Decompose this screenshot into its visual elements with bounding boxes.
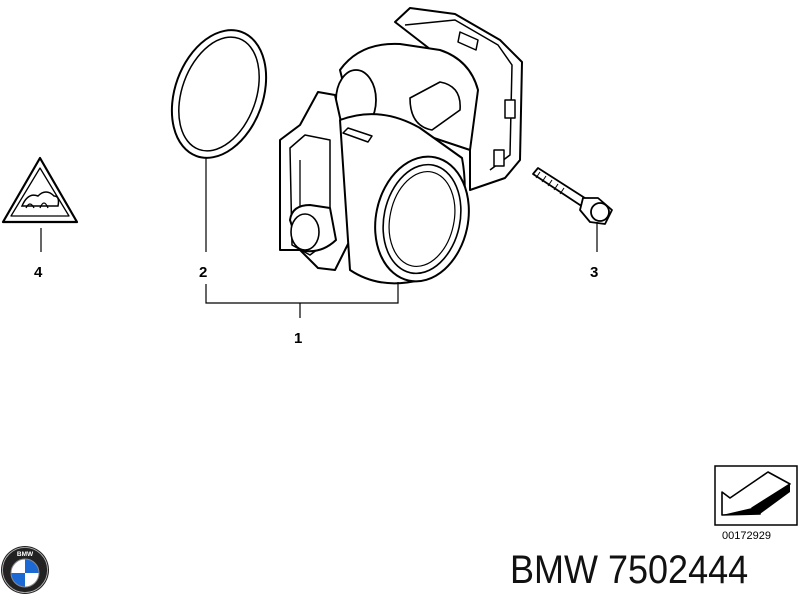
leader-lines [40, 158, 598, 318]
view-direction-arrow-icon [714, 465, 798, 526]
part-number-label: BMW 7502444 [510, 548, 749, 592]
reference-number: 00172929 [722, 530, 771, 542]
callout-2: 2 [199, 264, 207, 281]
logo-lettering: BMW [17, 551, 34, 558]
callout-4: 4 [34, 264, 43, 281]
flange-bolt [532, 167, 613, 225]
bmw-roundel-icon: BMW [1, 546, 49, 594]
hot-surface-warning-icon [1, 156, 79, 224]
callout-3: 3 [590, 264, 598, 281]
throttle-body [279, 7, 523, 285]
callout-1: 1 [294, 330, 302, 347]
o-ring-gasket [170, 29, 268, 159]
